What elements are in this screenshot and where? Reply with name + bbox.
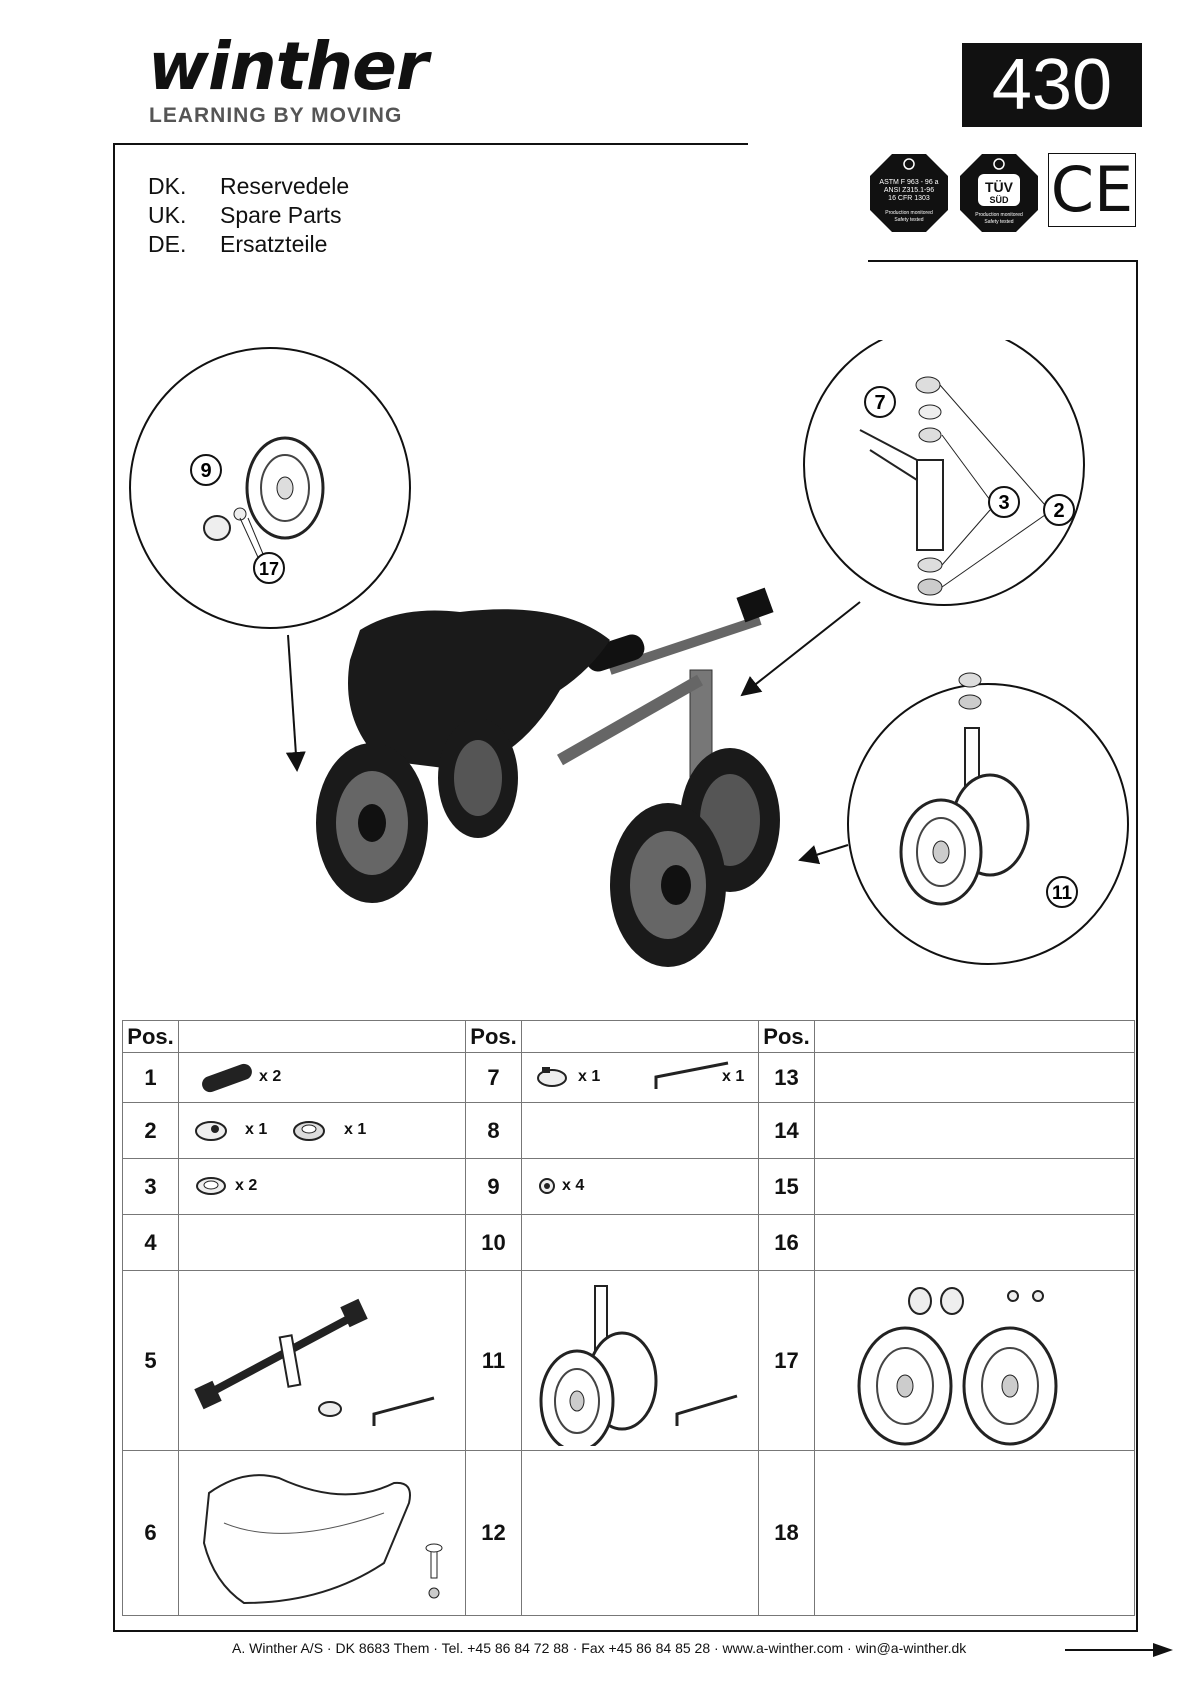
seat-icon xyxy=(202,1474,443,1605)
table-row: 1 x 2 7 x 1 x 1 13 xyxy=(122,1052,1135,1103)
detail-circle-rear-wheel: 9 17 xyxy=(129,347,411,772)
astm-badge: ASTM F 963 - 96 a ANSI Z315.1-96 16 CFR … xyxy=(870,154,948,232)
qty-label: x 1 xyxy=(344,1121,367,1138)
callout-2: 2 xyxy=(1053,500,1064,522)
frame-top-right xyxy=(868,260,1138,262)
qty-label: x 2 xyxy=(259,1068,282,1085)
handlebar-assembly-icon xyxy=(194,1298,435,1426)
qty-label: x 2 xyxy=(235,1177,258,1194)
grip-icon xyxy=(202,1063,252,1093)
qty-label: x 1 xyxy=(245,1121,268,1138)
header-pos-1: Pos. xyxy=(122,1020,179,1053)
footer-contact: A. Winther A/S · DK 8683 Them · Tel. +45… xyxy=(232,1640,967,1656)
callout-17: 17 xyxy=(259,559,279,579)
tuv-badge: TÜV SÜD Production monitored Safety test… xyxy=(960,154,1038,232)
lang-row-de: DE.Ersatzteile xyxy=(148,231,328,257)
clamp-icon xyxy=(537,1067,567,1087)
detail-circle-steering-bearing: 7 3 2 xyxy=(740,340,1085,697)
frame-right xyxy=(1136,260,1138,1632)
callout-9: 9 xyxy=(200,460,211,482)
brand-logo: winther xyxy=(148,28,428,105)
ce-mark: CE xyxy=(1048,153,1136,227)
bearing-cap-icon xyxy=(195,1121,227,1141)
qty-label: x 1 xyxy=(722,1068,745,1085)
washer-icon xyxy=(196,1177,226,1195)
parts-table: Pos. Pos. Pos. 1 x 2 7 x 1 x 1 13 2 x 1 … xyxy=(122,1020,1135,1616)
callout-7: 7 xyxy=(874,392,885,414)
tuv-line-1: TÜV xyxy=(985,179,1014,195)
allen-key-icon xyxy=(654,1061,729,1089)
language-titles: DK.Reservedele UK.Spare Parts DE.Ersatzt… xyxy=(148,172,349,259)
frame-top-left xyxy=(113,143,748,145)
frame-bottom xyxy=(113,1630,1138,1632)
table-row: 2 x 1 x 1 8 14 xyxy=(122,1102,1135,1159)
astm-sub-2: Safety tested xyxy=(894,217,923,223)
detail-circle-front-wheels: 11 xyxy=(798,672,1129,965)
tuv-sub-1: Production monitored xyxy=(975,212,1023,218)
qty-label: x 1 xyxy=(578,1068,601,1085)
header-pos-3: Pos. xyxy=(758,1020,815,1053)
astm-line-3: 16 CFR 1303 xyxy=(888,195,930,202)
model-number: 430 xyxy=(962,43,1142,127)
qty-label: x 4 xyxy=(562,1177,585,1194)
callout-11: 11 xyxy=(1052,883,1073,904)
brand-tagline: LEARNING BY MOVING xyxy=(149,104,403,127)
arrow-right-icon xyxy=(1065,1643,1173,1657)
table-row: 4 10 16 xyxy=(122,1214,1135,1271)
astm-sub-1: Production monitored xyxy=(885,210,933,216)
bearing-ring-icon xyxy=(293,1121,325,1141)
tuv-line-2: SÜD xyxy=(989,195,1009,205)
table-row: 5 11 17 xyxy=(122,1270,1135,1451)
balance-bike-photo xyxy=(316,587,780,967)
callout-3: 3 xyxy=(998,492,1009,514)
nut-icon xyxy=(539,1178,555,1194)
lang-row-dk: DK.Reservedele xyxy=(148,173,350,199)
lang-row-uk: UK.Spare Parts xyxy=(148,202,342,228)
table-header-row: Pos. Pos. Pos. xyxy=(122,1020,1135,1053)
tuv-sub-2: Safety tested xyxy=(984,219,1013,225)
astm-line-2: ANSI Z315.1-96 xyxy=(884,187,934,194)
front-wheel-assembly-icon xyxy=(539,1285,738,1446)
header-pos-2: Pos. xyxy=(465,1020,522,1053)
astm-line-1: ASTM F 963 - 96 a xyxy=(879,179,938,186)
table-row: 3 x 2 9 x 4 15 xyxy=(122,1158,1135,1215)
frame-left xyxy=(113,143,115,1631)
table-row: 6 12 18 xyxy=(122,1450,1135,1616)
exploded-view-illustration: 9 17 7 3 2 11 xyxy=(129,340,1129,967)
rear-wheel-set-icon xyxy=(857,1287,1058,1446)
